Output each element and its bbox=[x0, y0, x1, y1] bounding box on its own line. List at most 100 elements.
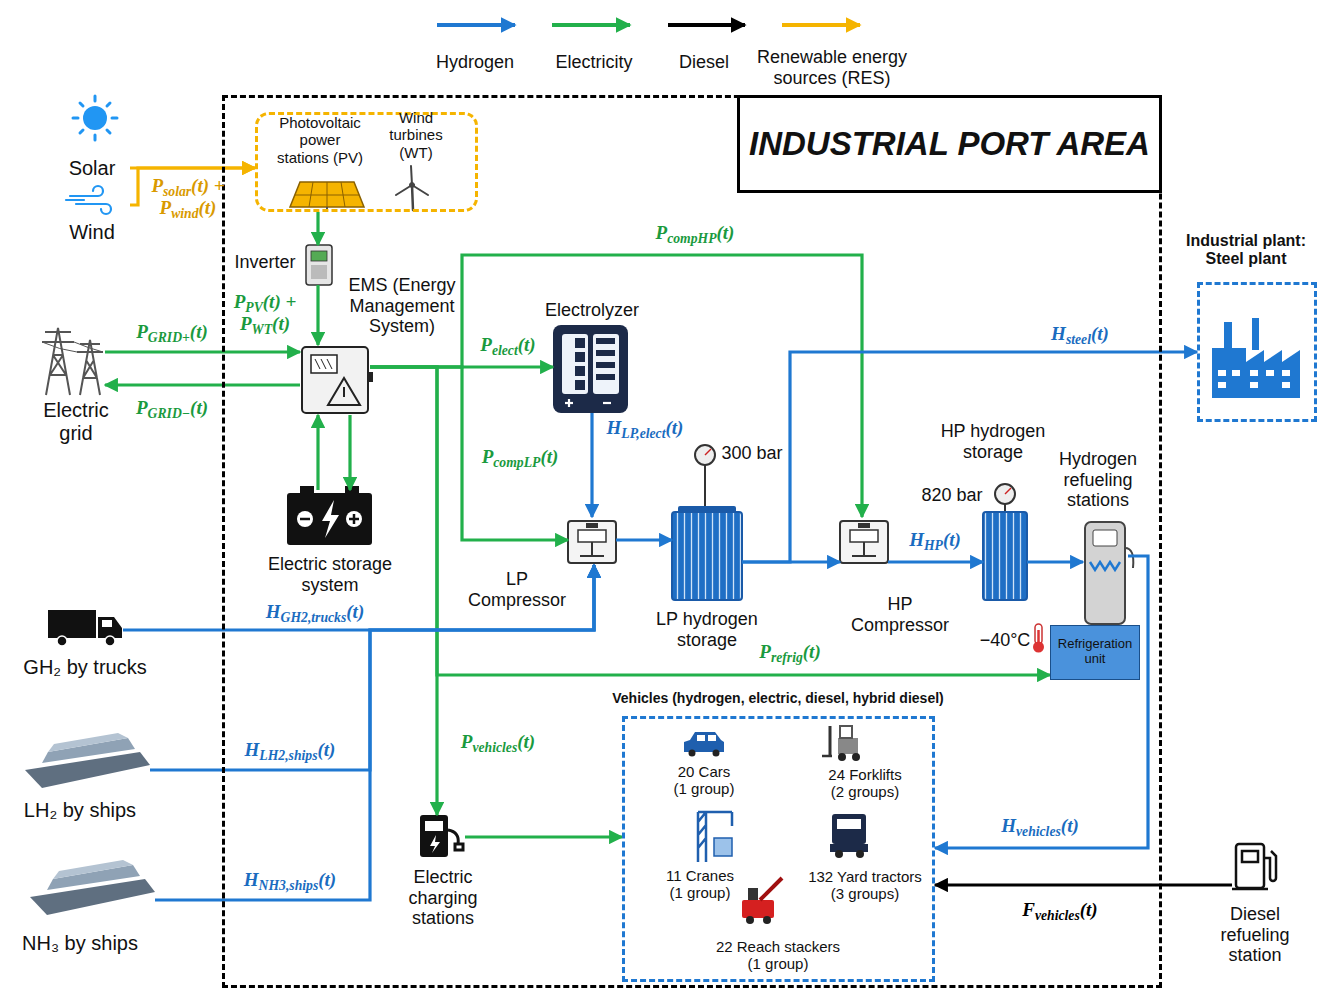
electrolyzer-icon bbox=[575, 366, 585, 376]
component-node: GH₂ by trucks bbox=[48, 605, 123, 647]
flow-label: Pvehicles(t) bbox=[443, 731, 553, 753]
electrolyzer-icon bbox=[553, 325, 628, 413]
subscript: vehicles bbox=[472, 740, 517, 755]
electrolyzer-icon bbox=[568, 399, 570, 407]
reach-stacker-icon bbox=[746, 916, 754, 924]
component-node: 24 Forklifts (2 groups) bbox=[822, 724, 866, 760]
component-node: LP Compressor bbox=[568, 517, 616, 565]
sun-icon bbox=[73, 96, 117, 140]
forklift-icon bbox=[838, 738, 858, 754]
sun-icon bbox=[112, 117, 117, 120]
flow-connector bbox=[105, 383, 300, 386]
area-title: INDUSTRIAL PORT AREA bbox=[737, 95, 1162, 193]
node-label: Vehicles (hydrogen, electric, diesel, hy… bbox=[608, 690, 948, 706]
hydrogen-tank-icon bbox=[678, 506, 736, 513]
plant-box: Industrial plant: Steel plant bbox=[1197, 282, 1317, 422]
ship-icon bbox=[25, 752, 150, 788]
hydrogen-tank-icon bbox=[672, 445, 1027, 600]
ems-icon bbox=[302, 347, 368, 413]
component-node: Electrolyzer bbox=[553, 325, 628, 413]
subscript: compHP bbox=[667, 231, 716, 246]
flow-connector bbox=[123, 565, 594, 630]
flow-label: PGRID+(t) bbox=[127, 321, 217, 343]
node-label: LP Compressor bbox=[462, 569, 572, 610]
car-icon bbox=[697, 735, 705, 741]
flow-label: HLH2,ships(t) bbox=[220, 739, 360, 761]
truck-icon bbox=[48, 610, 122, 646]
flow-label: PPV(t) + PWT(t) bbox=[226, 291, 304, 335]
forklift-icon bbox=[838, 753, 846, 761]
factory-icon bbox=[1266, 370, 1274, 376]
subscript: wind bbox=[171, 206, 198, 221]
flow-label: Fvehicles(t) bbox=[1005, 899, 1115, 921]
node-label: Electric charging stations bbox=[397, 867, 489, 929]
electrolyzer-icon bbox=[596, 338, 615, 380]
node-label: EMS (Energy Management System) bbox=[346, 275, 458, 337]
car-icon bbox=[713, 750, 720, 757]
subscript: WT bbox=[252, 322, 273, 337]
compressor-icon bbox=[850, 530, 878, 542]
charger-icon bbox=[425, 821, 443, 831]
yard-tractor-icon bbox=[837, 819, 861, 829]
flow-connector bbox=[370, 367, 437, 815]
component-node: EMS (Energy Management System) bbox=[300, 345, 370, 415]
node-label: Refrigeration unit bbox=[1052, 637, 1138, 667]
node-label: 22 Reach stackers (1 group) bbox=[710, 938, 846, 973]
diesel-pump-icon bbox=[1232, 844, 1276, 889]
component-node: Solar bbox=[55, 95, 130, 183]
pylon-icon bbox=[42, 328, 74, 395]
compressor-icon bbox=[863, 542, 865, 556]
component-node: NH₃ by ships bbox=[30, 862, 155, 917]
node-label: Hydrogen refueling stations bbox=[1051, 449, 1146, 511]
node-label: GH₂ by trucks bbox=[15, 656, 155, 679]
electrolyzer-icon bbox=[575, 338, 585, 390]
truck-icon bbox=[98, 617, 122, 638]
yard-tractor-icon bbox=[835, 850, 843, 858]
compressor-icon bbox=[852, 555, 876, 557]
electrolyzer-icon bbox=[596, 338, 615, 344]
compressor-icon bbox=[840, 521, 888, 563]
port-area-region: INDUSTRIAL PORT AREA Photovoltaic power s… bbox=[222, 95, 1162, 988]
truck-icon bbox=[102, 620, 112, 627]
ship-icon bbox=[30, 879, 155, 915]
factory-icon bbox=[1252, 318, 1259, 350]
annotation-label: 820 bar bbox=[914, 485, 990, 506]
flow-label: HGH2,trucks(t) bbox=[240, 601, 390, 623]
subscript: vehicles bbox=[1035, 908, 1080, 923]
battery-icon bbox=[287, 493, 372, 545]
truck-icon bbox=[48, 610, 96, 638]
component-node: LH₂ by ships bbox=[25, 735, 150, 790]
refueling-pump-icon bbox=[1125, 548, 1133, 568]
thermometer-icon bbox=[1035, 624, 1042, 644]
component-node: Diesel refueling station bbox=[1232, 840, 1277, 890]
inverter-icon bbox=[306, 245, 332, 285]
sun-icon bbox=[73, 117, 78, 120]
sun-icon bbox=[73, 96, 117, 140]
node-label: Inverter bbox=[228, 252, 303, 273]
yard-tractor-icon bbox=[856, 850, 864, 858]
battery-icon bbox=[300, 518, 310, 521]
electrolyzer-icon bbox=[575, 352, 585, 362]
hydrogen-tank-icon bbox=[995, 484, 1015, 504]
flow-connector bbox=[155, 565, 594, 900]
ems-icon bbox=[328, 378, 360, 405]
compressor-icon bbox=[568, 521, 616, 563]
pv-panel-icon bbox=[290, 182, 364, 212]
ship-icon bbox=[48, 733, 128, 752]
flow-connector bbox=[316, 285, 319, 345]
component-node: HP Compressor bbox=[840, 517, 888, 565]
node-label: HP hydrogen storage bbox=[928, 421, 1058, 462]
node-label: Photovoltaic power stations (PV) bbox=[272, 114, 368, 166]
ship-icon bbox=[53, 860, 133, 879]
node-label: Wind turbines (WT) bbox=[381, 109, 451, 161]
legend-swatch bbox=[437, 23, 515, 27]
wind-icon bbox=[66, 186, 111, 214]
wind-icon bbox=[70, 186, 103, 196]
ems-icon bbox=[315, 359, 332, 369]
hydrogen-tank-icon bbox=[1004, 504, 1006, 512]
electrolyzer-icon bbox=[593, 334, 619, 394]
yard-tractor-icon bbox=[830, 814, 868, 858]
ems-icon bbox=[311, 355, 337, 373]
flow-connector bbox=[316, 415, 319, 490]
